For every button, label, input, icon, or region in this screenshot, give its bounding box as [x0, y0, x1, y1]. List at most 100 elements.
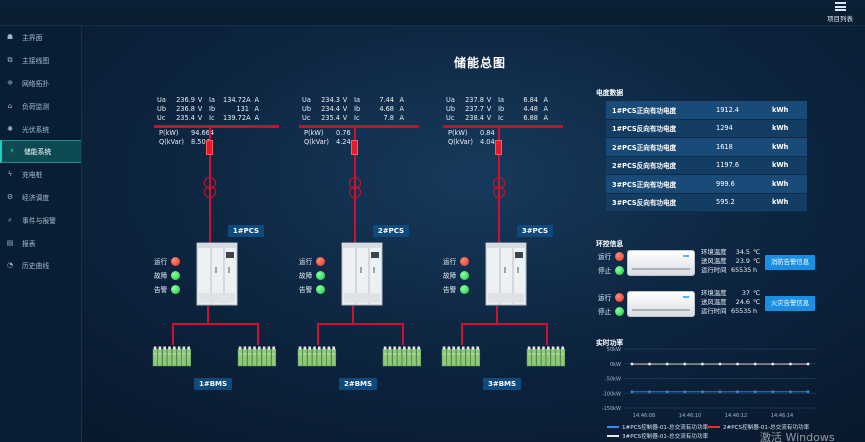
status-label: 运行: [299, 258, 313, 266]
pcs-cabinet-icon: [484, 241, 528, 307]
sidebar-item-8[interactable]: ⌕事件与报警: [0, 208, 81, 231]
dc-line: [172, 323, 174, 345]
breaker-icon: [206, 140, 213, 155]
project-list-button[interactable]: 项目列表: [825, 2, 855, 23]
env-value: 37: [741, 289, 750, 297]
current-value: 131: [236, 105, 249, 113]
sidebar-item-1[interactable]: ⧉主接线图: [0, 49, 81, 72]
sidebar-item-label: 历史曲线: [22, 262, 50, 271]
sidebar-item-0[interactable]: ☗主界面: [0, 26, 81, 49]
windows-watermark: 激活 Windows: [760, 431, 835, 442]
reactive-power-row: Q(kVar) 4.24: [304, 138, 351, 147]
busbar: [443, 125, 563, 128]
reactive-power-label: Q(kVar): [304, 138, 329, 146]
legend-item[interactable]: 3#PCS控制器-01-总交流有功功率: [607, 432, 708, 440]
active-power-row: P(kW)0.76: [304, 129, 351, 138]
energy-name: 1#PCS反向有功电度: [612, 125, 677, 134]
sidebar-item-7[interactable]: ⚙经济调度: [0, 186, 81, 209]
transformer-icon: [492, 177, 506, 199]
env-value-label: 运行时间: [701, 307, 727, 315]
legend-label: 1#PCS控制器-01-总交流有功功率: [622, 425, 709, 431]
status-label: 告警: [443, 286, 457, 294]
dc-line: [496, 306, 498, 324]
series-point-1: [701, 390, 704, 394]
voltage-label: Uc: [446, 114, 455, 122]
env-status-stop: 停止: [598, 263, 628, 277]
series-point-1: [718, 390, 722, 394]
legend-swatch: [607, 426, 619, 428]
env-status-run: 运行: [598, 249, 628, 263]
pcs-status: 运行故障告警: [154, 254, 184, 296]
status-warn: 告警: [443, 282, 473, 296]
status-green-light-icon: [460, 284, 469, 294]
voltage-unit: V: [486, 96, 492, 104]
current-unit: A: [254, 96, 259, 104]
sidebar-item-3[interactable]: ⌂负荷监测: [0, 94, 81, 117]
status-green-light-icon: [171, 270, 180, 280]
y-tick-label: -50kW: [605, 377, 621, 383]
status-label: 故障: [299, 272, 313, 280]
sidebar-item-label: 网络拓扑: [22, 79, 50, 88]
dc-line: [461, 323, 546, 325]
voltage-unit: V: [197, 96, 203, 104]
battery-pack-icon: [441, 345, 481, 367]
voltage-unit: V: [197, 105, 203, 113]
transformer-icon: [348, 177, 362, 199]
sidebar-item-10[interactable]: ◔历史曲线: [0, 254, 81, 277]
dc-line: [207, 306, 209, 324]
pcs-label: 1#PCS: [228, 225, 264, 237]
power-title: 实时功率: [596, 339, 624, 347]
series-point-1: [630, 390, 634, 394]
reactive-power-value: 4.24: [336, 138, 351, 146]
energy-value: 1618: [716, 142, 733, 151]
dc-line: [317, 323, 319, 345]
alarm-info-button[interactable]: 火灾告警信息: [765, 296, 815, 311]
current-value: 7.44: [379, 96, 394, 104]
legend-item[interactable]: 2#PCS控制器-01-总交流有功功率: [708, 423, 809, 431]
env-value: 65535: [731, 266, 752, 274]
energy-value: 1197.6: [716, 161, 740, 170]
current-label: Ia: [498, 96, 504, 104]
voltage-value: 236.9: [176, 96, 195, 104]
voltage-value: 237.8: [465, 96, 484, 104]
environment-title: 环控信息: [596, 240, 624, 248]
env-status-run: 运行: [598, 290, 628, 304]
dc-line: [257, 323, 259, 345]
series-point-1: [753, 390, 757, 394]
sidebar-item-2[interactable]: ❈ 网络拓扑: [0, 72, 81, 95]
voltage-label: Ua: [157, 96, 166, 104]
alarm-info-button[interactable]: 消防告警信息: [765, 255, 815, 270]
topology-icon: ❈: [7, 78, 13, 87]
battery-pack-icon: [152, 345, 192, 367]
env-value-label: 送风温度: [701, 257, 727, 265]
busbar: [299, 125, 419, 128]
battery-pack-icon: [297, 345, 337, 367]
energy-unit: kWh: [772, 179, 789, 188]
energy-value: 595.2: [716, 198, 735, 207]
current-value: 4.48: [523, 105, 538, 113]
current-unit: A: [543, 96, 548, 104]
sidebar-item-5[interactable]: ⚡储能系统: [0, 139, 81, 163]
sidebar-item-label: 主界面: [22, 34, 43, 43]
sidebar-item-9[interactable]: ▤报表: [0, 231, 81, 254]
breaker-icon: [495, 140, 502, 155]
sidebar-item-4[interactable]: ✺光伏系统: [0, 117, 81, 140]
env-status-stop: 停止: [598, 304, 628, 318]
legend-item[interactable]: 1#PCS控制器-01-总交流有功功率: [607, 423, 708, 431]
battery-pack-icon: [526, 345, 566, 367]
alarm-icon: ⌕: [8, 215, 12, 224]
env-status: 运行停止: [598, 249, 628, 277]
series-point-3: [701, 362, 704, 366]
status-label: 运行: [154, 258, 168, 266]
series-point-1: [806, 390, 810, 394]
